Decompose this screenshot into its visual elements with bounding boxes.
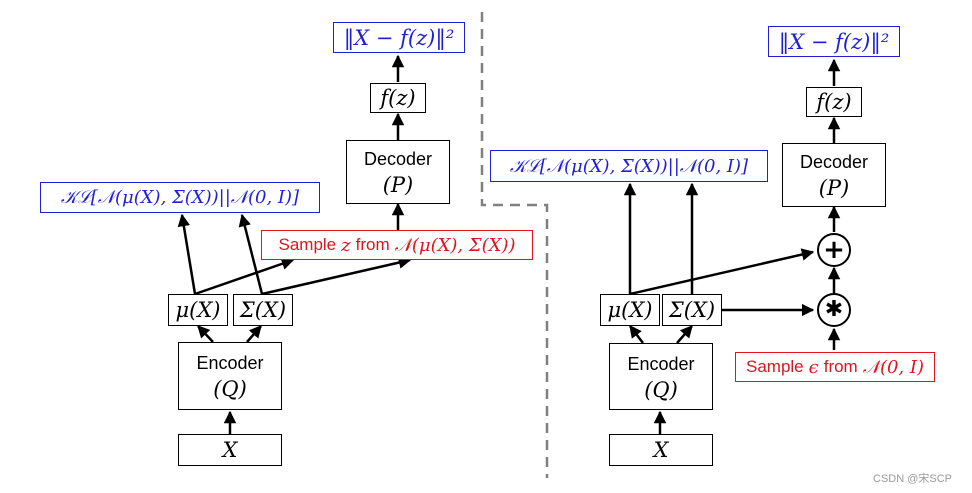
sigma-text-left: Σ(X) [239, 298, 287, 322]
kl-box-left: 𝒦ℒ[𝒩(μ(X), Σ(X))||𝒩(0, I)] [40, 182, 320, 213]
decoder-box-right: Decoder (P) [782, 143, 886, 207]
mu-text-right: μ(X) [607, 298, 653, 322]
sample-var-right: ϵ [808, 356, 819, 378]
decoder-box-left: Decoder (P) [346, 140, 450, 204]
decoder-symbol-left: (P) [382, 173, 414, 197]
mu-box-right: μ(X) [600, 294, 660, 326]
plus-icon: + [823, 235, 845, 265]
kl-text-left: 𝒦ℒ[𝒩(μ(X), Σ(X))||𝒩(0, I)] [60, 187, 300, 208]
loss-text-right: ‖X − f(z)‖² [778, 29, 890, 54]
sample-box-right: Sample ϵ from 𝒩(0, I) [735, 352, 935, 382]
watermark: CSDN @宋SCP [873, 473, 953, 485]
sample-dist-right: 𝒩(0, I) [862, 356, 925, 378]
edge-mu-to-plus-right [629, 248, 815, 296]
decoder-label-left: Decoder [363, 149, 433, 169]
edge-encoder-to-sigma-right [676, 325, 693, 344]
input-text-right: X [653, 438, 669, 462]
fz-text-right: f(z) [816, 90, 852, 114]
sample-dist-left: 𝒩(μ(X), Σ(X)) [394, 234, 516, 256]
mu-text-left: μ(X) [175, 298, 221, 322]
edge-mu-to-kl-left [177, 213, 197, 295]
input-box-left: X [178, 434, 282, 466]
encoder-label-left: Encoder [196, 353, 264, 373]
kl-text-right: 𝒦ℒ[𝒩(μ(X), Σ(X))||𝒩(0, I)] [509, 155, 749, 177]
sample-word-right: Sample [745, 357, 804, 376]
input-box-right: X [609, 434, 713, 466]
edge-encoder-to-sigma-left [246, 325, 262, 343]
sample-var-left: z [341, 234, 351, 256]
edge-sigma-to-sample-left [261, 256, 412, 296]
sample-from-left: from [355, 235, 390, 254]
loss-text-left: ‖X − f(z)‖² [343, 25, 455, 50]
encoder-symbol-right: (Q) [644, 377, 678, 402]
asterisk-icon: ✱ [824, 297, 844, 322]
loss-box-right: ‖X − f(z)‖² [768, 26, 900, 57]
sigma-text-right: Σ(X) [668, 298, 716, 322]
edge-sigma-to-kl-left [238, 213, 264, 295]
fz-text-left: f(z) [380, 86, 416, 110]
encoder-box-right: Encoder (Q) [609, 343, 713, 410]
edge-encoder-to-mu-right [629, 325, 644, 344]
sample-from-right: from [823, 357, 858, 376]
encoder-box-left: Encoder (Q) [178, 342, 282, 410]
edge-mu-to-sample-left [194, 257, 295, 296]
kl-box-right: 𝒦ℒ[𝒩(μ(X), Σ(X))||𝒩(0, I)] [490, 150, 768, 182]
sigma-box-left: Σ(X) [233, 294, 293, 326]
input-text-left: X [222, 438, 238, 462]
loss-box-left: ‖X − f(z)‖² [333, 22, 465, 53]
multiply-operator: ✱ [817, 293, 851, 327]
decoder-label-right: Decoder [799, 152, 869, 172]
encoder-label-right: Encoder [627, 353, 695, 374]
decoder-symbol-right: (P) [818, 176, 850, 200]
divider-line [480, 12, 549, 478]
sigma-box-right: Σ(X) [662, 294, 722, 326]
mu-box-left: μ(X) [168, 294, 228, 326]
plus-operator: + [817, 233, 851, 267]
fz-box-right: f(z) [806, 87, 862, 117]
fz-box-left: f(z) [370, 83, 426, 113]
edge-encoder-to-mu-left [197, 325, 214, 343]
encoder-symbol-left: (Q) [213, 377, 247, 401]
sample-box-left: Sample z from 𝒩(μ(X), Σ(X)) [261, 230, 533, 260]
sample-word-left: Sample [278, 235, 337, 254]
